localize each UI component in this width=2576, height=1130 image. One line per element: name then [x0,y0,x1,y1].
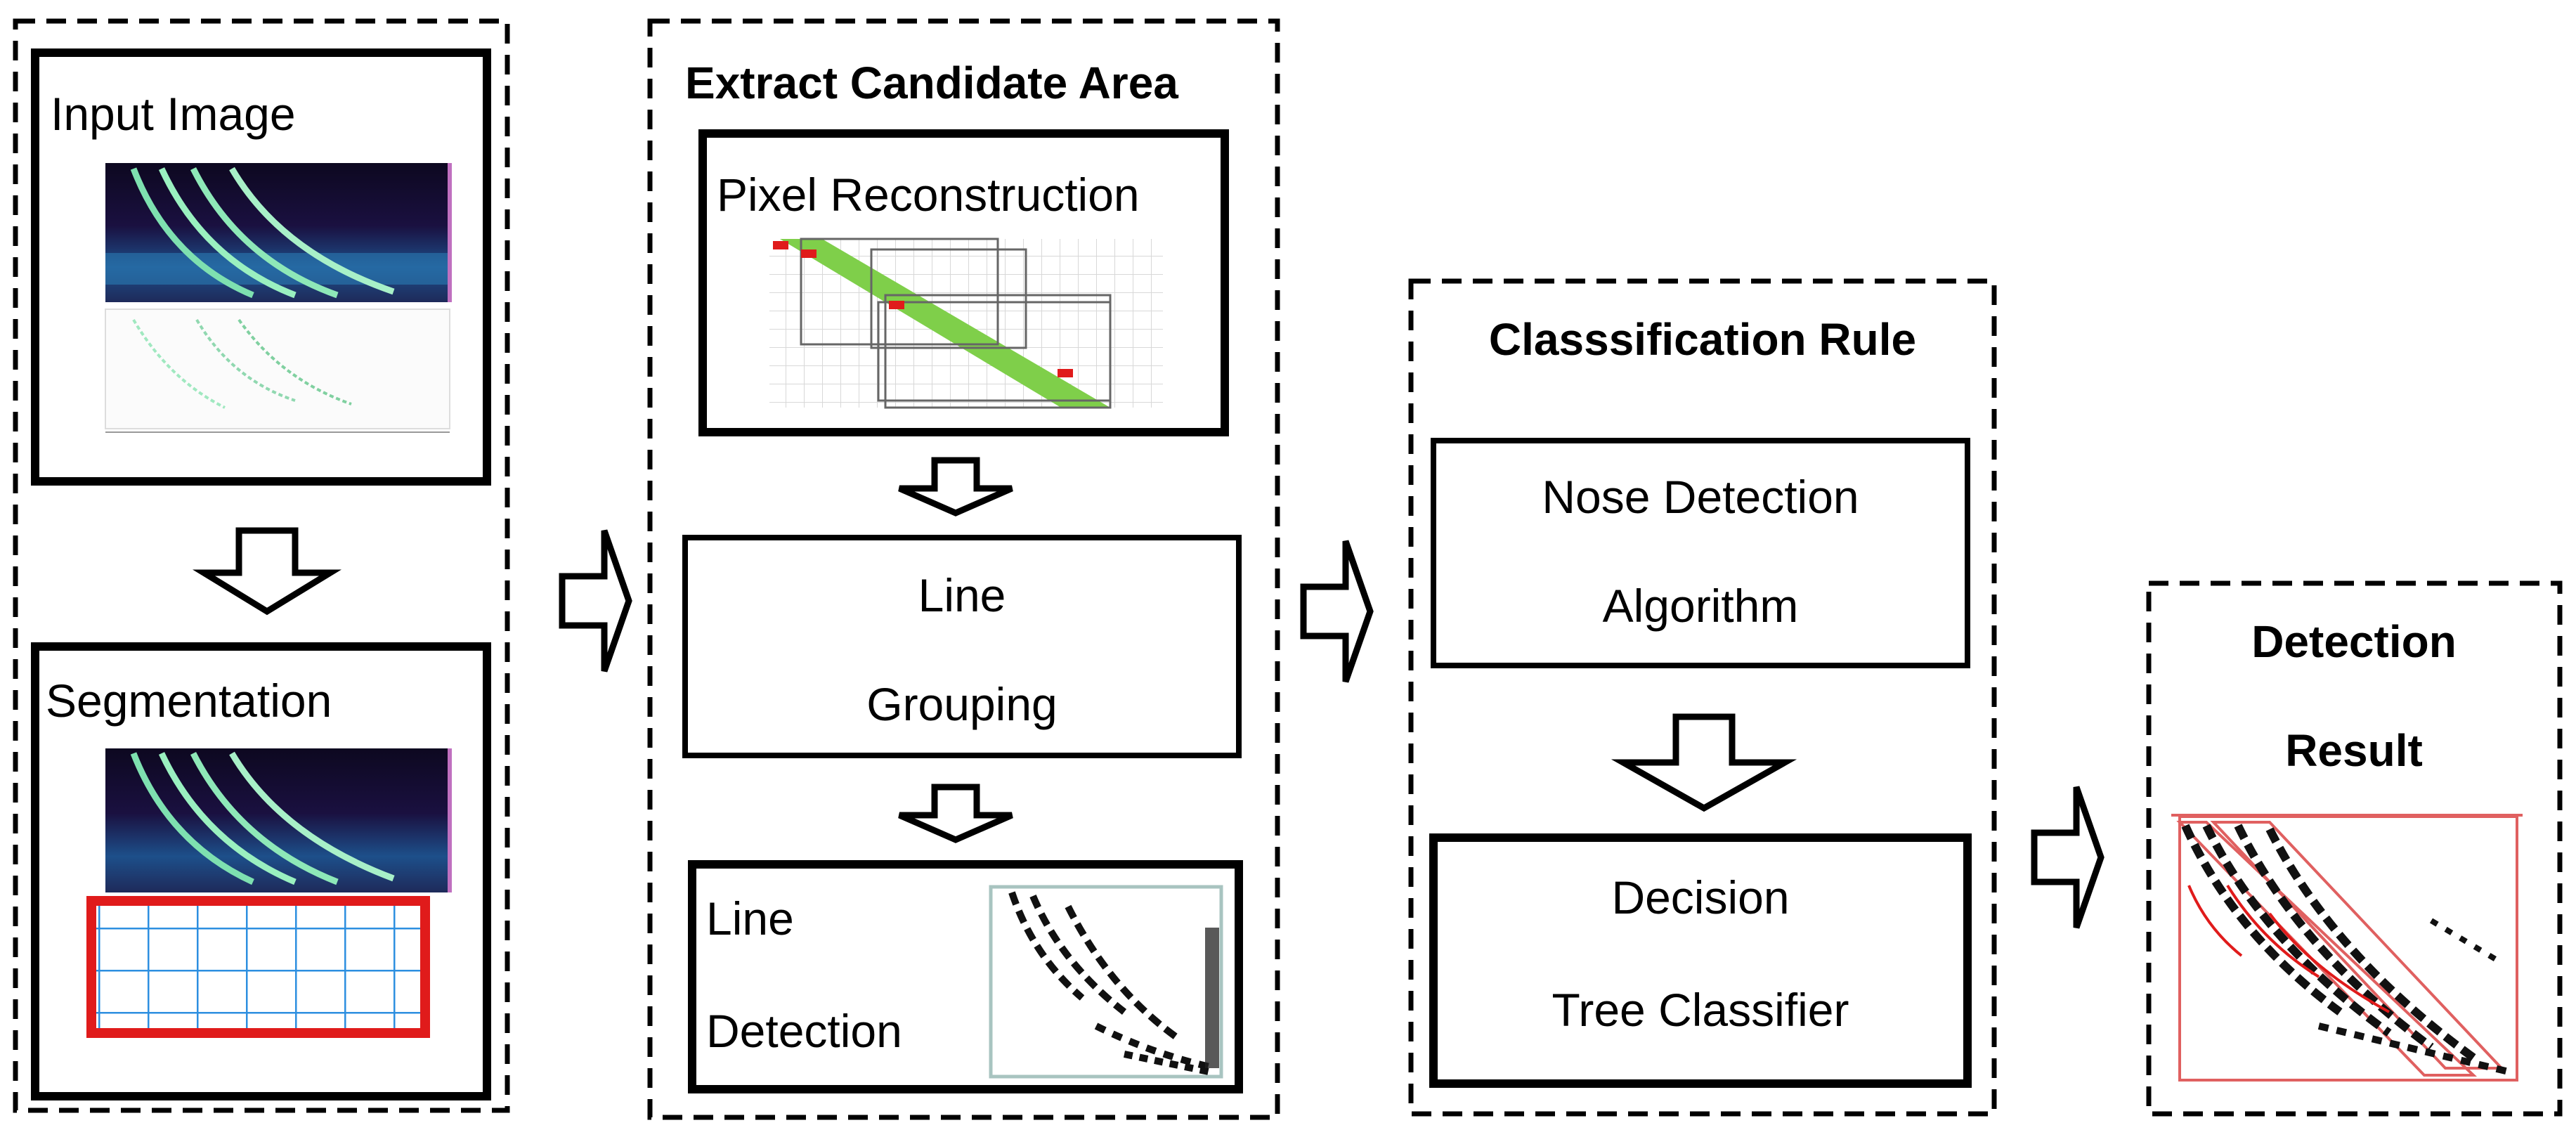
stage2-down-arrow-1 [898,457,1013,517]
stage1-dashed-frame [13,18,510,1113]
line-detection-image [989,885,1223,1079]
nose-detection-line1: Nose Detection [1542,471,1859,523]
segmentation-box: Segmentation [31,642,491,1100]
pixel-reconstruction-box: Pixel Reconstruction [698,129,1229,436]
stage2-dashed-frame [647,18,1280,1120]
segmentation-spectrogram [105,748,452,892]
stage4-title-line2: Result [2285,725,2423,776]
stage1-down-arrow [193,527,341,616]
segmentation-highlight [86,896,430,1038]
line-grouping-line1: Line [918,569,1006,621]
segmentation-grid [86,896,430,1038]
line-detection-line2: Detection [706,1005,902,1057]
line-grouping-box: Line Grouping [682,535,1242,758]
input-image-label: Input Image [51,88,296,140]
arrow-stage2-to-stage3 [1300,540,1374,683]
input-spectrogram [105,163,452,433]
decision-tree-line1: Decision [1611,871,1789,923]
line-detection-line1: Line [706,892,794,944]
pixel-reconstruction-label: Pixel Reconstruction [717,169,1140,221]
arrow-stage3-to-stage4 [2031,786,2105,929]
stage4-title-line1: Detection [2251,616,2457,667]
nose-detection-box: Nose Detection Algorithm [1431,438,1970,668]
stage3-dashed-frame [1408,278,1997,1117]
stage3-title: Classsification Rule [1489,314,1916,365]
pixel-grid-illustration [769,238,1163,409]
arrow-stage1-to-stage2 [559,529,632,673]
stage3-down-arrow [1611,713,1797,812]
input-image-box: Input Image [31,48,491,486]
line-detection-box: Line Detection [688,860,1243,1093]
stage2-down-arrow-2 [898,784,1013,843]
line-grouping-line2: Grouping [866,678,1058,730]
decision-tree-line2: Tree Classifier [1552,984,1849,1036]
segmentation-label: Segmentation [46,675,332,727]
stage4-dashed-frame [2146,580,2563,1117]
detection-result-image [2171,814,2523,1082]
decision-tree-box: Decision Tree Classifier [1429,833,1972,1088]
nose-detection-line2: Algorithm [1603,580,1799,632]
stage2-title: Extract Candidate Area [685,58,1178,108]
